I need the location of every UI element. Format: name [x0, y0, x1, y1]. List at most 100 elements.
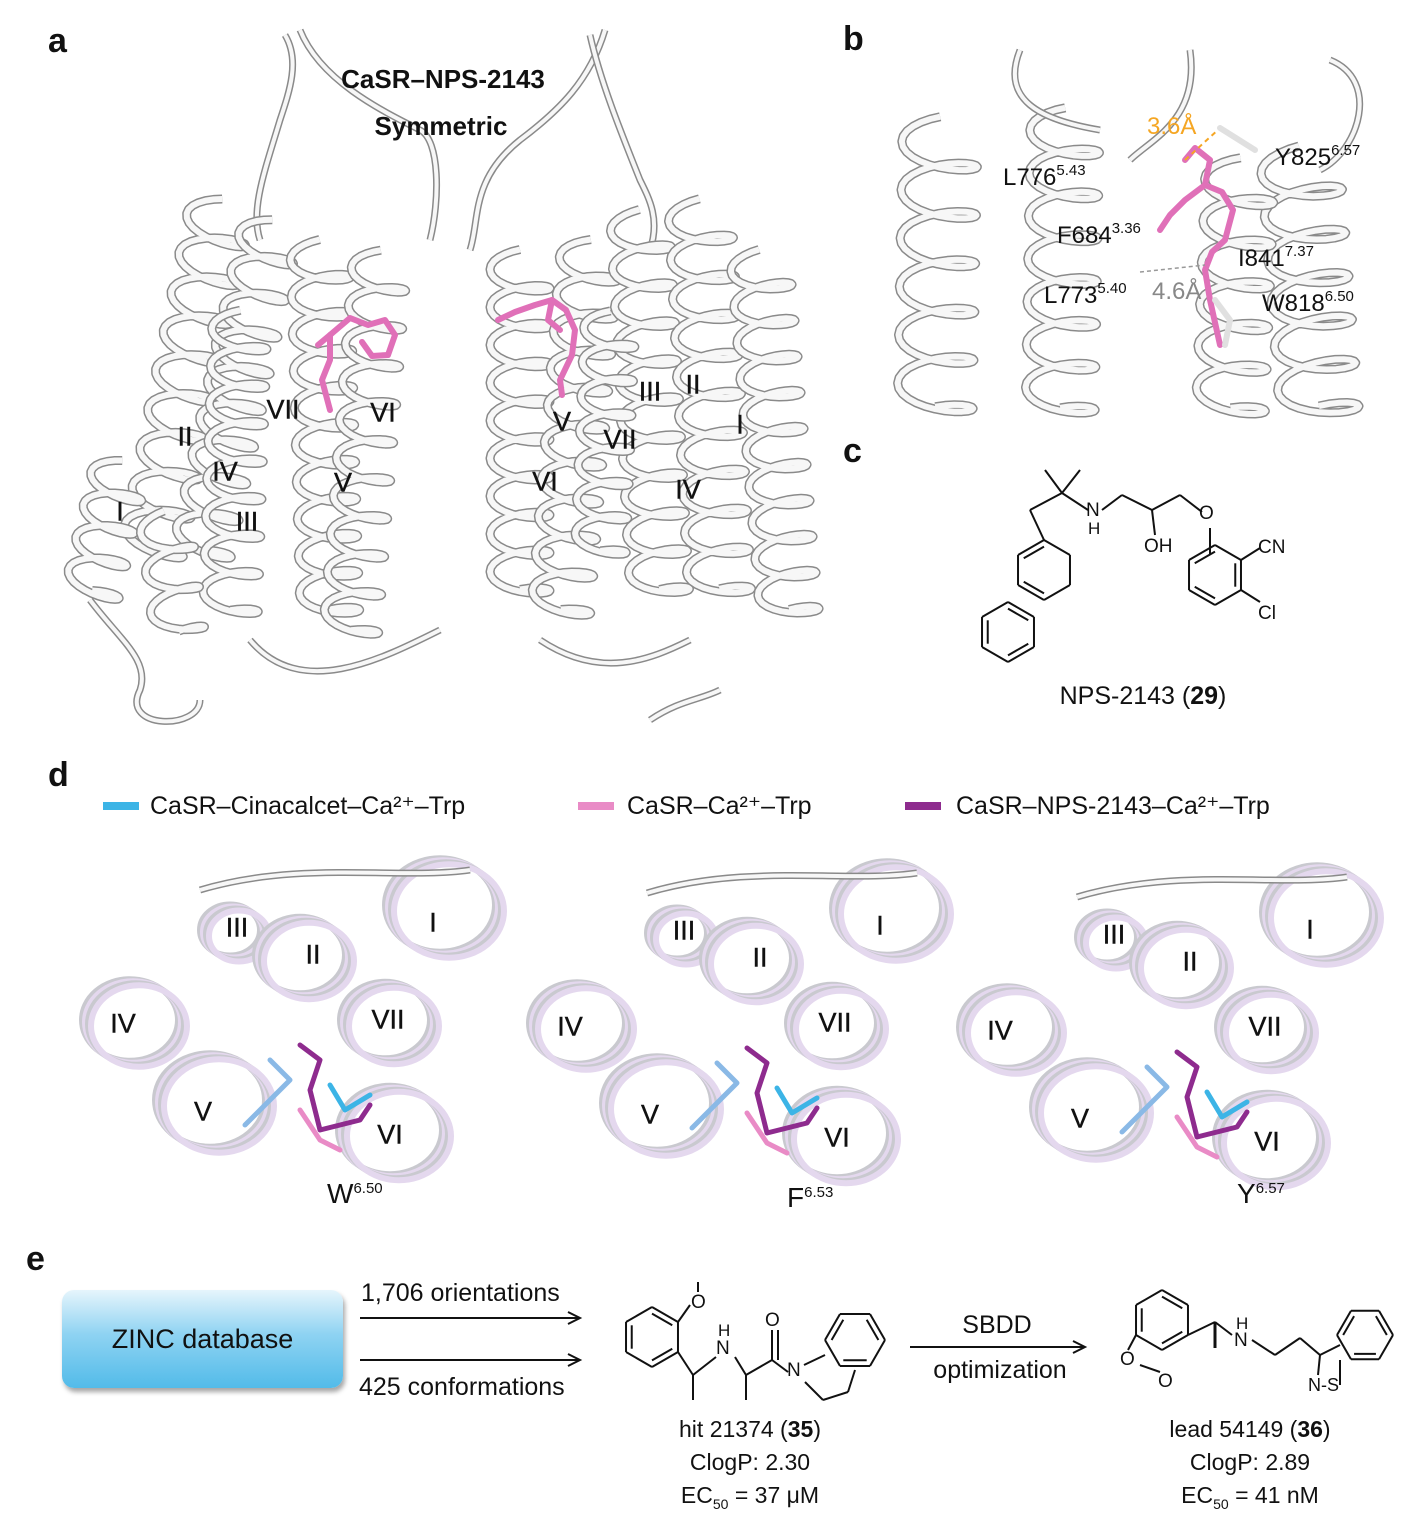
panel-label-b: b	[843, 20, 864, 58]
helix-topview	[346, 984, 442, 1068]
ligand-stick	[1212, 297, 1233, 348]
bond	[1029, 492, 1063, 511]
double-bond	[1161, 1330, 1183, 1345]
helix-topview	[708, 922, 804, 1006]
helix-label: II	[685, 369, 701, 400]
loop-ribbon	[247, 626, 442, 675]
legend-swatch-cinacalcet	[103, 802, 139, 810]
hbond-dashed-line	[1184, 127, 1221, 161]
bond	[1061, 469, 1081, 494]
bond	[1127, 1334, 1137, 1351]
helix-topview	[1221, 1095, 1331, 1191]
arrow-head	[567, 1353, 583, 1367]
double-bond	[651, 1312, 673, 1327]
helix-label: III	[1102, 919, 1126, 950]
residue-label-f684: F6843.36	[1057, 220, 1141, 249]
optimization-label: optimization	[933, 1356, 1067, 1384]
ligand-stick	[1217, 125, 1258, 153]
ring-bond	[1188, 589, 1216, 606]
helix-ribbon	[1022, 104, 1103, 416]
conformations-label: 425 conformations	[359, 1373, 565, 1401]
ligand-stick	[495, 297, 578, 398]
lead-ec50: EC50 = 41 nM	[1181, 1482, 1319, 1512]
zinc-database-box: ZINC database	[62, 1290, 343, 1388]
loop-ribbon	[648, 688, 721, 722]
ring-bond	[1135, 1289, 1163, 1306]
loop-ribbon	[1012, 49, 1101, 132]
atom-n: N	[1086, 500, 1100, 521]
double-bond	[1342, 1315, 1355, 1336]
atom-ns: N-S	[1308, 1375, 1339, 1395]
hbond-distance: 3.6Å	[1147, 113, 1197, 140]
ligand-stick	[315, 332, 333, 413]
helix-label: VI	[377, 1119, 403, 1150]
helix-ribbon	[487, 246, 553, 597]
ligand-stick	[1204, 1089, 1250, 1120]
helix-label: IV	[212, 456, 238, 487]
hit-clogp: ClogP: 2.30	[689, 1449, 811, 1475]
lead-name: lead 54149 (36)	[1169, 1416, 1331, 1442]
arrow-head	[1072, 1340, 1088, 1354]
double-bond	[651, 1347, 673, 1362]
helix-label: V	[193, 1096, 213, 1127]
bond	[745, 1359, 773, 1376]
ligand-stick	[1174, 1049, 1250, 1140]
double-bond	[1161, 1295, 1183, 1310]
loop-ribbon	[254, 33, 295, 241]
atom-h-hit: H	[718, 1321, 731, 1340]
bond	[734, 1356, 747, 1376]
sbdd-label: SBDD	[962, 1311, 1032, 1339]
bond	[1139, 1364, 1161, 1373]
ligand-stick	[1202, 182, 1236, 348]
double-bond	[1375, 1315, 1388, 1336]
ring-bond	[1161, 1334, 1189, 1351]
bond	[1214, 1321, 1233, 1336]
atom-n-lead: N	[1234, 1330, 1248, 1351]
hashed-bond	[1151, 509, 1156, 536]
atom-o-dioxole2: O	[1158, 1371, 1173, 1392]
helix-label: II	[752, 942, 768, 973]
bond	[1044, 469, 1063, 494]
helix-topview	[161, 1056, 277, 1156]
lead-clogp: ClogP: 2.89	[1189, 1449, 1311, 1475]
ring-bond	[1336, 1310, 1352, 1336]
double-bond	[1023, 545, 1045, 560]
bond	[1061, 492, 1089, 511]
legend-label-ca-trp: CaSR–Ca²⁺–Trp	[627, 792, 812, 820]
double-bond	[865, 1319, 880, 1341]
panel-label-e: e	[26, 1240, 45, 1278]
bond	[847, 1369, 856, 1393]
helix-label: VI	[1254, 1126, 1280, 1157]
ring-bond	[1336, 1334, 1352, 1360]
bond	[1251, 1339, 1276, 1356]
helix-ribbon	[529, 236, 621, 619]
bond	[1319, 1344, 1341, 1356]
legend-label-nps2143: CaSR–NPS-2143–Ca²⁺–Trp	[956, 792, 1270, 820]
helix-ribbon	[607, 206, 693, 596]
helix-label: VII	[266, 394, 300, 425]
ring-bond	[1017, 539, 1045, 556]
ring-bond	[1017, 584, 1045, 601]
zinc-database-label: ZINC database	[111, 1323, 294, 1354]
ring-bond	[1378, 1310, 1394, 1336]
compound-label-29: NPS-2143 (29)	[1059, 682, 1227, 710]
residue-label-l776: L7765.43	[1003, 162, 1086, 191]
bond	[1274, 1337, 1301, 1356]
helix-label: I	[429, 907, 437, 938]
ring-bond	[651, 1351, 679, 1368]
loop-ribbon	[248, 628, 441, 674]
residue-label-w650: W6.50	[327, 1178, 383, 1209]
helix-label: VII	[603, 424, 637, 455]
hit-ec50: EC50 = 37 μM	[680, 1482, 820, 1512]
panel-label-c: c	[843, 432, 862, 470]
residue-label-l773: L7735.40	[1044, 280, 1127, 309]
bond	[1240, 589, 1261, 603]
ring-bond	[824, 1339, 841, 1367]
atom-oh: OH	[1144, 536, 1173, 557]
loop-ribbon	[298, 29, 439, 241]
helix-label: IV	[557, 1011, 583, 1042]
helix-label: V	[1070, 1103, 1090, 1134]
ligand-stick	[545, 297, 563, 333]
atom-o-dioxole1: O	[1120, 1349, 1135, 1370]
ligand-stick	[297, 1042, 373, 1133]
